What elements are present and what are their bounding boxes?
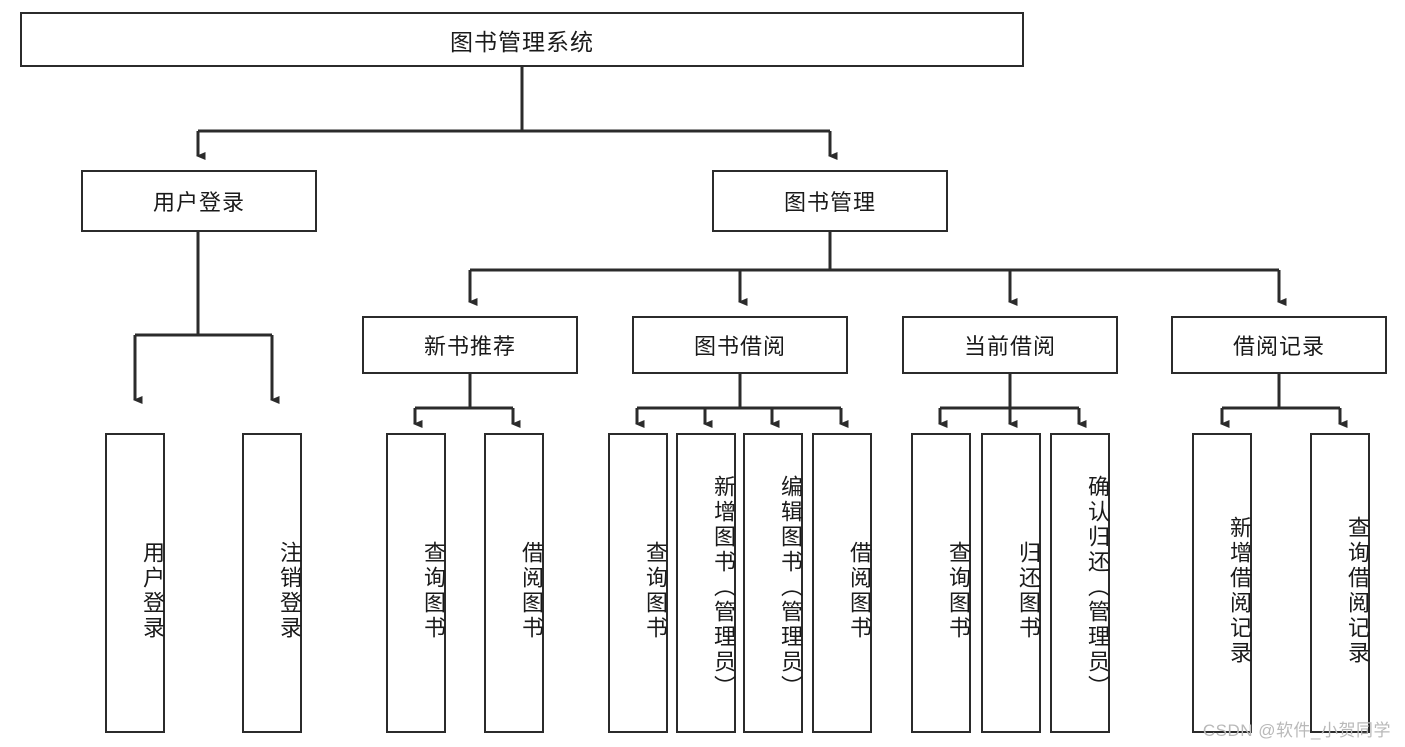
node-leaf-add-book[interactable]: 新增图书（管理员） <box>676 433 736 733</box>
node-leaf-return-book[interactable]: 归还图书 <box>981 433 1041 733</box>
node-leaf-query-book-1[interactable]: 查询图书 <box>386 433 446 733</box>
node-leaf-edit-book[interactable]: 编辑图书（管理员） <box>743 433 803 733</box>
node-root[interactable]: 图书管理系统 <box>20 12 1024 67</box>
node-leaf-return-book-label: 归还图书 <box>1016 541 1041 641</box>
watermark: CSDN @软件_小贺同学 <box>1202 721 1391 740</box>
node-leaf-query-book-2-label: 查询图书 <box>643 541 668 641</box>
node-leaf-query-book-1-label: 查询图书 <box>421 541 446 641</box>
node-leaf-add-record-label: 新增借阅记录 <box>1227 516 1252 666</box>
node-leaf-add-book-label: 新增图书（管理员） <box>711 474 736 700</box>
node-user-login[interactable]: 用户登录 <box>81 170 317 232</box>
node-leaf-borrow-book-1[interactable]: 借阅图书 <box>484 433 544 733</box>
node-leaf-user-login-label: 用户登录 <box>140 541 165 641</box>
node-leaf-query-book-3[interactable]: 查询图书 <box>911 433 971 733</box>
node-current-borrow-label: 当前借阅 <box>963 334 1056 359</box>
node-leaf-query-book-2[interactable]: 查询图书 <box>608 433 668 733</box>
node-root-label: 图书管理系统 <box>450 28 594 55</box>
node-leaf-query-record[interactable]: 查询借阅记录 <box>1310 433 1370 733</box>
node-leaf-confirm-return[interactable]: 确认归还（管理员） <box>1050 433 1110 733</box>
node-borrow-record-label: 借阅记录 <box>1232 334 1325 359</box>
node-leaf-edit-book-label: 编辑图书（管理员） <box>778 474 803 700</box>
node-leaf-query-book-3-label: 查询图书 <box>946 541 971 641</box>
node-book-manage[interactable]: 图书管理 <box>712 170 948 232</box>
node-leaf-user-login[interactable]: 用户登录 <box>105 433 165 733</box>
node-current-borrow[interactable]: 当前借阅 <box>902 316 1118 374</box>
node-borrow-record[interactable]: 借阅记录 <box>1171 316 1387 374</box>
node-book-manage-label: 图书管理 <box>783 190 876 215</box>
node-leaf-logout-login[interactable]: 注销登录 <box>242 433 302 733</box>
node-leaf-add-record[interactable]: 新增借阅记录 <box>1192 433 1252 733</box>
node-leaf-borrow-book-2-label: 借阅图书 <box>847 541 872 641</box>
node-new-book-rec-label: 新书推荐 <box>423 334 516 359</box>
node-new-book-rec[interactable]: 新书推荐 <box>362 316 578 374</box>
node-user-login-label: 用户登录 <box>152 190 245 215</box>
node-leaf-borrow-book-2[interactable]: 借阅图书 <box>812 433 872 733</box>
node-leaf-query-record-label: 查询借阅记录 <box>1345 516 1370 666</box>
node-book-borrow-label: 图书借阅 <box>693 334 786 359</box>
node-leaf-confirm-return-label: 确认归还（管理员） <box>1085 474 1110 700</box>
node-leaf-logout-login-label: 注销登录 <box>277 541 302 641</box>
node-leaf-borrow-book-1-label: 借阅图书 <box>519 541 544 641</box>
node-book-borrow[interactable]: 图书借阅 <box>632 316 848 374</box>
